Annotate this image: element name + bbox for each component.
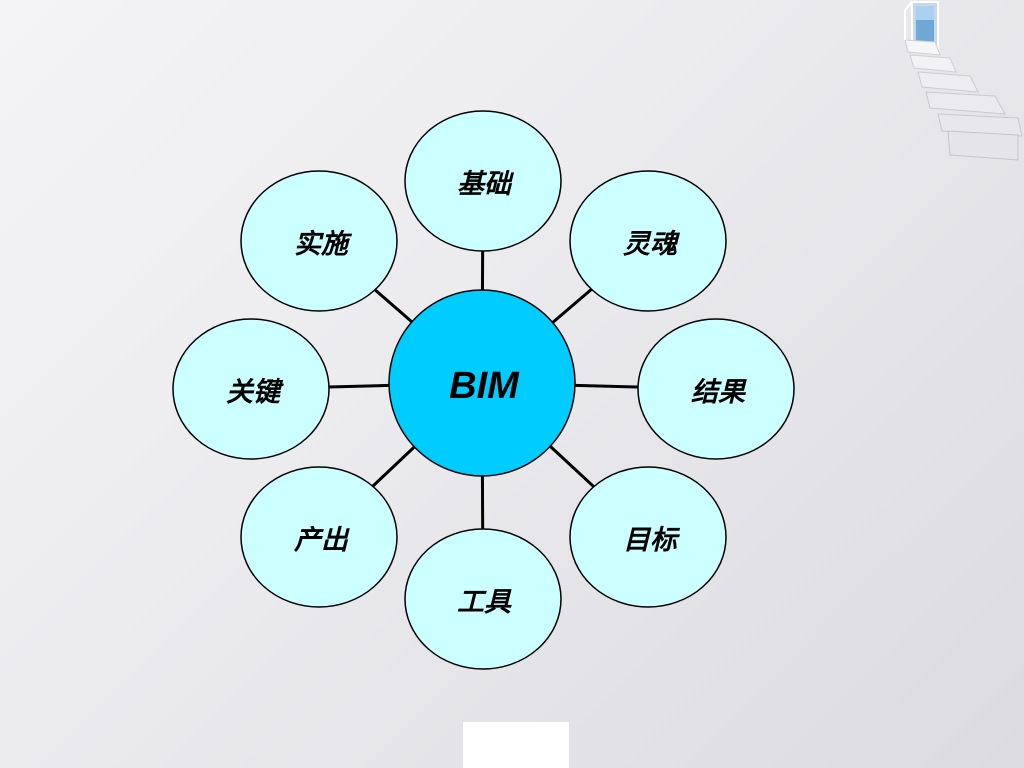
connector-jieguo xyxy=(574,383,639,389)
node-shishi xyxy=(240,170,398,312)
node-chanchu xyxy=(240,466,398,608)
node-gongju xyxy=(404,528,562,670)
node-label-mubiao: 目标 xyxy=(623,525,681,556)
connector-shishi xyxy=(373,288,413,324)
connector-guanjian xyxy=(328,383,390,389)
node-label-gongju: 工具 xyxy=(457,587,512,618)
node-label-chanchu: 产出 xyxy=(293,525,350,556)
node-label-jichu: 基础 xyxy=(457,169,515,200)
center-label: BIM xyxy=(449,365,520,407)
center-circle xyxy=(388,289,576,477)
node-guanjian xyxy=(172,318,330,460)
node-label-guanjian: 关键 xyxy=(226,377,284,408)
connector-chanchu xyxy=(371,445,416,488)
node-mubiao xyxy=(569,466,727,608)
node-label-linghun: 灵魂 xyxy=(623,229,681,260)
node-jichu xyxy=(404,110,562,252)
node-label-jieguo: 结果 xyxy=(691,377,747,408)
blank-panel xyxy=(463,722,569,768)
node-linghun xyxy=(569,170,727,312)
center-node: BIM xyxy=(388,289,576,477)
connector-mubiao xyxy=(549,445,595,488)
connector-linghun xyxy=(551,288,593,324)
node-label-shishi: 实施 xyxy=(294,229,353,260)
connector-lines xyxy=(328,250,639,530)
staircase-door-icon xyxy=(904,1,1023,161)
node-jieguo xyxy=(637,318,795,460)
